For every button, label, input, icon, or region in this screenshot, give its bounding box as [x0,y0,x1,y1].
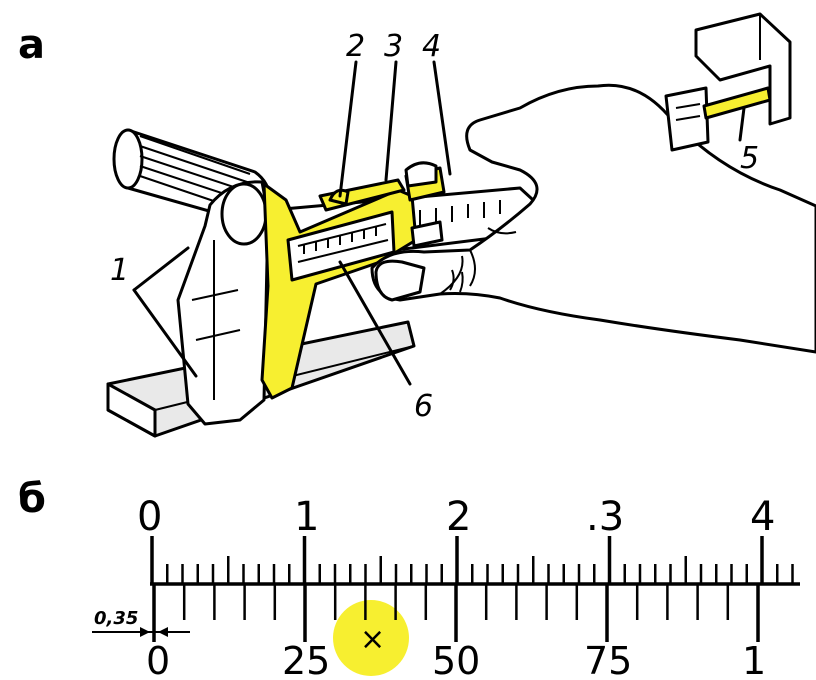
callout-4: 4 [422,29,441,64]
callout-5: 5 [740,141,759,176]
hand [370,83,816,354]
vernier-scale-labels: 0 25 50 75 1 [146,639,766,680]
vernier-label-75: 75 [584,639,632,680]
main-scale-ticks [150,536,794,584]
main-label-0: 0 [137,494,162,540]
vernier-label-50: 50 [432,639,480,680]
callout-1: 1 [110,253,129,288]
offset-indicator: 0,35 [92,584,190,640]
cursor-mark: × [360,622,385,657]
callout-labels: 1 2 3 4 5 6 [110,29,759,424]
callout-leaders [132,60,746,386]
main-label-2: 2 [446,494,471,540]
vernier-scale-ticks [152,584,760,642]
offset-arrow-left [140,627,150,637]
main-label-4: 4 [750,494,775,540]
callout-2: 2 [346,29,365,64]
panel-a-label: а [18,22,45,68]
vernier-label-25: 25 [282,639,330,680]
callout-3: 3 [384,29,403,64]
callout-6: 6 [414,389,433,424]
main-label-1: 1 [294,494,319,540]
main-label-3: .3 [586,494,624,540]
fixed-jaw [176,180,270,426]
offset-arrow-right [158,627,168,637]
fine-adjust-clamp [404,161,444,248]
highlight-circle [333,600,409,676]
offset-label: 0,35 [94,608,138,629]
main-scale-labels: 0 1 2 .3 4 [137,494,775,540]
panel-b-label: б [18,476,46,522]
vernier-label-1: 1 [742,639,766,680]
vernier-label-0: 0 [146,639,170,680]
depth-bar-assembly [664,12,792,152]
panel-b: б × 0 1 2 .3 4 0 25 50 75 1 [18,476,800,680]
panel-a: а [18,12,816,438]
